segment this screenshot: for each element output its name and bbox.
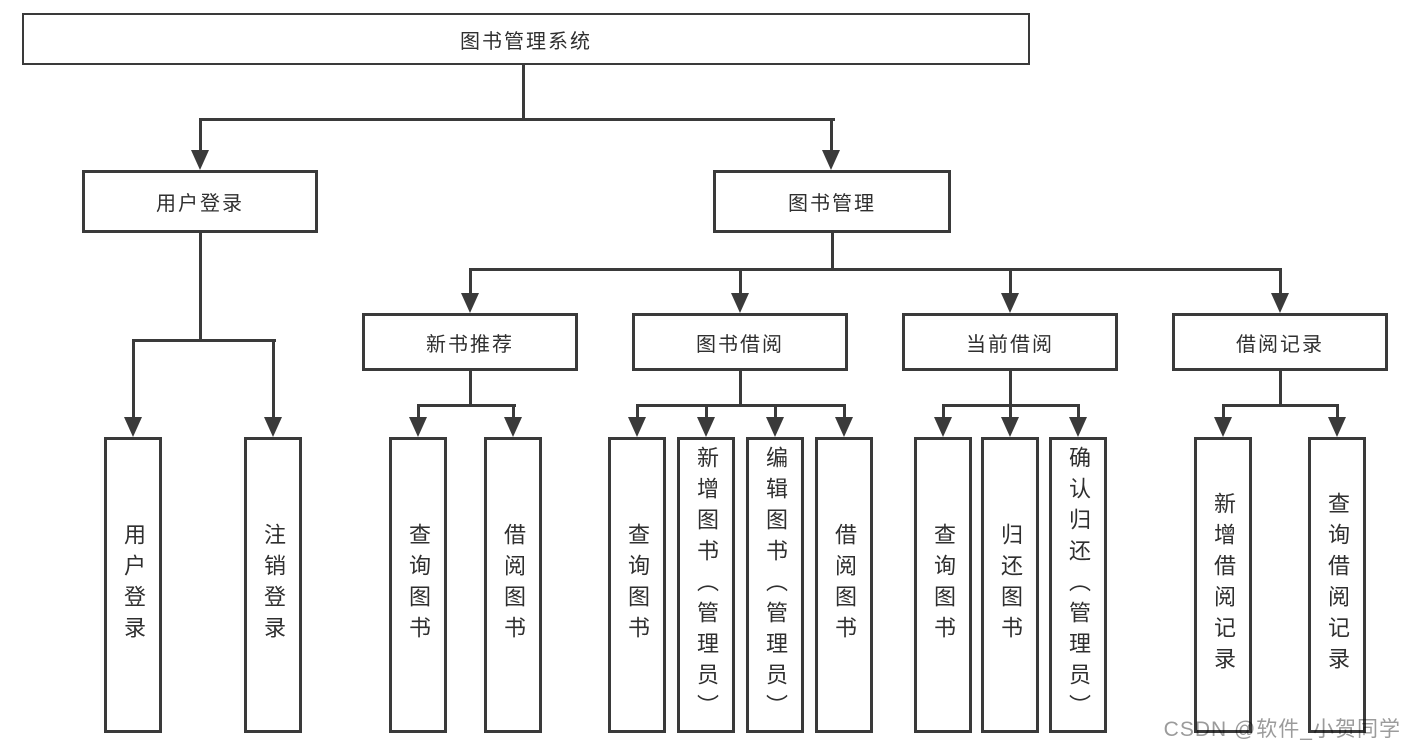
node-leaf-logout: 注销登录: [244, 437, 302, 733]
arrow-down-icon: [1001, 417, 1019, 437]
connector-vline: [416, 404, 420, 420]
connector-vline: [1076, 404, 1080, 420]
node-current-borrowing: 当前借阅: [902, 313, 1118, 371]
arrow-down-icon: [124, 417, 142, 437]
connector-vline: [1008, 371, 1012, 407]
connector-vline: [131, 339, 135, 421]
connector-hline: [416, 404, 516, 407]
connector-hline: [468, 268, 1282, 271]
node-leaf-add-borrow-record: 新增借阅记录: [1194, 437, 1252, 733]
connector-vline: [271, 339, 275, 421]
arrow-down-icon: [835, 417, 853, 437]
node-book-management: 图书管理: [713, 170, 951, 233]
arrow-down-icon: [1069, 417, 1087, 437]
connector-vline: [773, 404, 777, 420]
node-leaf-add-book-admin: 新增图书（管理员）: [677, 437, 735, 733]
connector-vline: [1335, 404, 1339, 420]
connector-vline: [830, 233, 834, 271]
connector-vline: [1008, 404, 1012, 420]
arrow-down-icon: [191, 150, 209, 170]
node-leaf-return-books-label: 归还图书: [998, 523, 1023, 647]
node-leaf-query-borrow-record: 查询借阅记录: [1308, 437, 1366, 733]
node-leaf-borrow-books-2: 借阅图书: [815, 437, 873, 733]
node-leaf-query-borrow-record-label: 查询借阅记录: [1325, 492, 1350, 678]
arrow-down-icon: [264, 417, 282, 437]
connector-vline: [1278, 268, 1282, 296]
connector-vline: [1278, 371, 1282, 407]
arrow-down-icon: [504, 417, 522, 437]
connector-vline: [704, 404, 708, 420]
connector-vline: [198, 233, 202, 342]
connector-vline: [198, 118, 202, 152]
node-leaf-add-book-admin-label: 新增图书（管理员）: [694, 445, 719, 725]
arrow-down-icon: [461, 293, 479, 313]
node-leaf-confirm-return-admin: 确认归还（管理员）: [1049, 437, 1107, 733]
connector-hline: [199, 118, 835, 121]
node-leaf-add-borrow-record-label: 新增借阅记录: [1211, 492, 1236, 678]
node-leaf-query-books-3-label: 查询图书: [931, 523, 956, 647]
connector-vline: [941, 404, 945, 420]
connector-vline: [738, 268, 742, 296]
node-leaf-borrow-books-1-label: 借阅图书: [501, 523, 526, 647]
connector-vline: [738, 371, 742, 407]
watermark: CSDN @软件_小贺同学: [1163, 718, 1401, 741]
node-leaf-logout-label: 注销登录: [261, 523, 286, 647]
node-root-label: 图书管理系统: [460, 30, 592, 53]
connector-vline: [468, 268, 472, 296]
node-leaf-borrow-books-2-label: 借阅图书: [832, 523, 857, 647]
node-current-borrowing-label: 当前借阅: [966, 333, 1054, 356]
node-new-book-recommend: 新书推荐: [362, 313, 578, 371]
node-leaf-confirm-return-admin-label: 确认归还（管理员）: [1066, 445, 1091, 725]
node-leaf-edit-book-admin: 编辑图书（管理员）: [746, 437, 804, 733]
connector-hline: [131, 339, 276, 342]
node-leaf-user-login-label: 用户登录: [121, 523, 146, 647]
connector-vline: [468, 371, 472, 407]
arrow-down-icon: [1001, 293, 1019, 313]
node-user-login: 用户登录: [82, 170, 318, 233]
arrow-down-icon: [1214, 417, 1232, 437]
node-leaf-query-books-1: 查询图书: [389, 437, 447, 733]
node-book-management-label: 图书管理: [788, 193, 876, 215]
node-leaf-borrow-books-1: 借阅图书: [484, 437, 542, 733]
node-book-borrowing: 图书借阅: [632, 313, 848, 371]
node-leaf-query-books-2-label: 查询图书: [625, 523, 650, 647]
connector-vline: [842, 404, 846, 420]
node-leaf-return-books: 归还图书: [981, 437, 1039, 733]
connector-vline: [1008, 268, 1012, 296]
arrow-down-icon: [766, 417, 784, 437]
connector-hline: [635, 404, 845, 407]
connector-vline: [829, 118, 833, 152]
node-book-borrowing-label: 图书借阅: [696, 333, 784, 356]
node-borrowing-records: 借阅记录: [1172, 313, 1388, 371]
node-user-login-label: 用户登录: [156, 193, 244, 215]
node-root: 图书管理系统: [22, 13, 1030, 65]
arrow-down-icon: [822, 150, 840, 170]
arrow-down-icon: [731, 293, 749, 313]
node-leaf-query-books-1-label: 查询图书: [406, 523, 431, 647]
connector-vline: [1221, 404, 1225, 420]
connector-hline: [1221, 404, 1338, 407]
node-leaf-edit-book-admin-label: 编辑图书（管理员）: [763, 445, 788, 725]
node-leaf-user-login: 用户登录: [104, 437, 162, 733]
arrow-down-icon: [1271, 293, 1289, 313]
node-new-book-recommend-label: 新书推荐: [426, 333, 514, 356]
arrow-down-icon: [934, 417, 952, 437]
node-leaf-query-books-2: 查询图书: [608, 437, 666, 733]
node-leaf-query-books-3: 查询图书: [914, 437, 972, 733]
node-borrowing-records-label: 借阅记录: [1236, 333, 1324, 356]
arrow-down-icon: [1328, 417, 1346, 437]
arrow-down-icon: [697, 417, 715, 437]
connector-vline: [522, 65, 525, 121]
arrow-down-icon: [409, 417, 427, 437]
arrow-down-icon: [628, 417, 646, 437]
connector-vline: [635, 404, 639, 420]
connector-vline: [511, 404, 515, 420]
